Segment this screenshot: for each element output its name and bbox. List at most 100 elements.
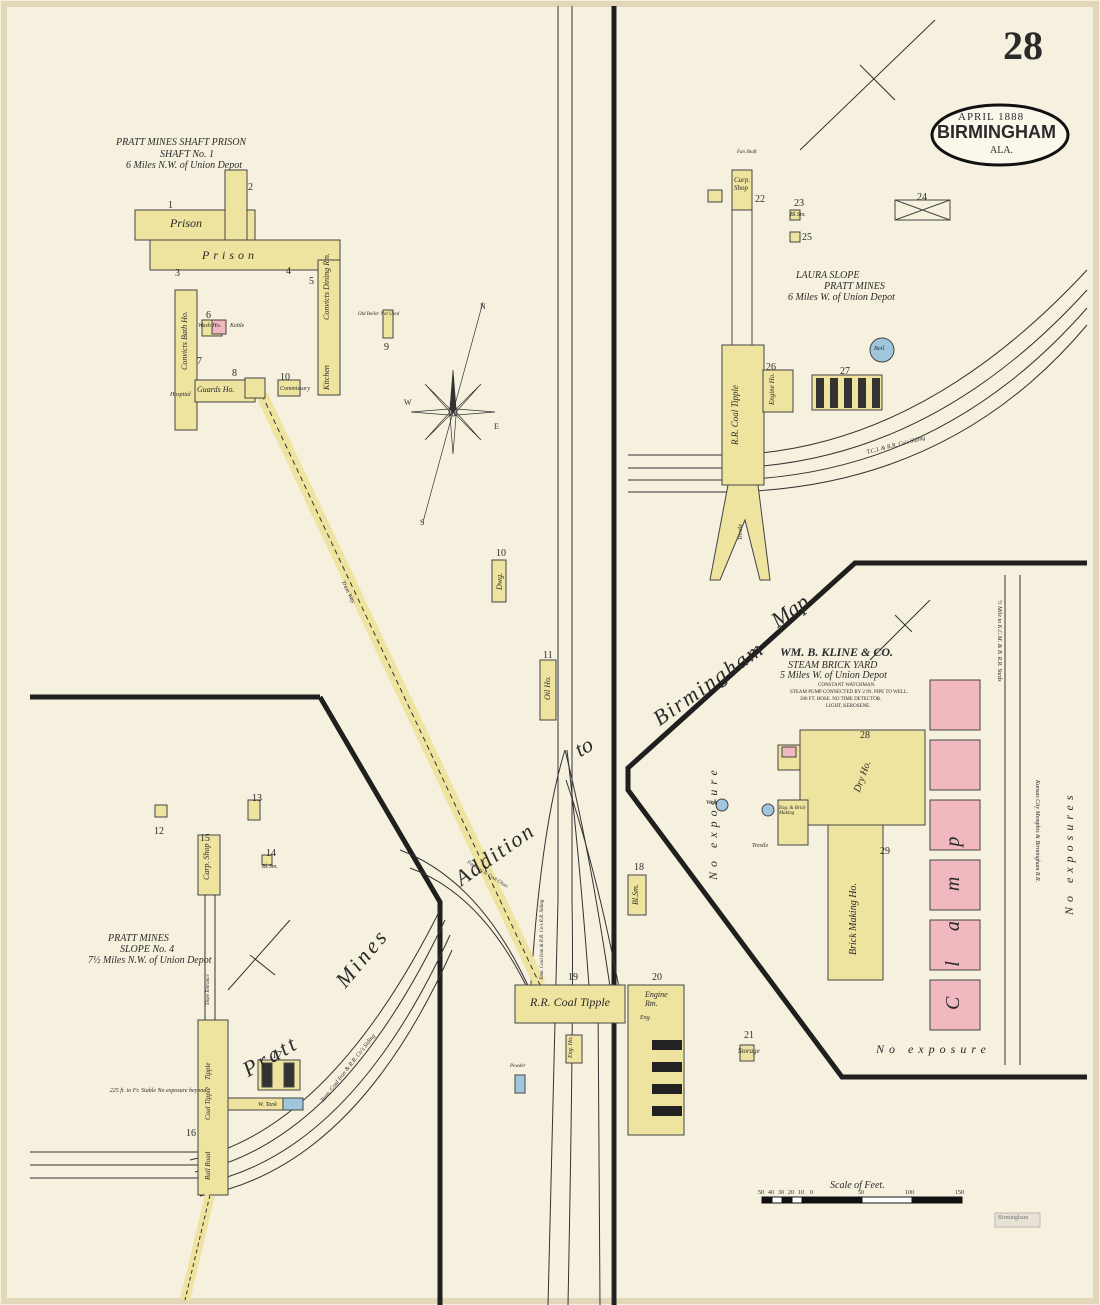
laura-num-24: 24 [917,192,927,203]
slope4-num-14: 14 [266,848,276,859]
tramway [256,392,546,988]
laura-tipple-label: R.R. Coal Tipple [730,384,740,445]
kline-buildings [777,729,926,981]
kline-office [781,746,797,758]
kline-note-2: STEAM PUMP CONNECTED BY 2 IN. PIPE TO WE… [790,690,909,695]
scale-tick-0: 50 [758,1190,764,1196]
laura-title-1: LAURA SLOPE [796,270,860,281]
center-storage-label: Storage [738,1047,760,1055]
sheet-state: ALA. [990,145,1014,156]
kline-road-label: Kansas City Memphis & Birmingham R.R. [1034,780,1040,883]
laura-num-22: 22 [755,194,765,205]
prison-oldboiler-label: Old Boiler Not Used [358,312,400,317]
center-engho-label: Eng. Ho. [568,1036,574,1059]
page-number: 28 [1003,23,1043,68]
laura-engine-label: Engine Ho. [768,373,776,405]
kline-title-2: STEAM BRICK YARD [788,660,878,671]
compass-s: S [420,518,425,527]
prison-bath-label: Convicts Bath Ho. [180,311,189,370]
slope4-wtank [282,1097,304,1111]
kline-num-29: 29 [880,846,890,857]
slope4-num-12: 12 [154,826,164,837]
compass-n: N [480,302,486,311]
scale-tick-3: 20 [788,1190,794,1196]
kline-note-3: 200 FT. HOSE. NO TIME DETECTOR. [800,697,882,702]
kline-title-3: 5 Miles W. of Union Depot [780,670,887,681]
center-num-18: 18 [634,862,644,873]
kline-no-exposure-left: No exposure [706,765,720,880]
prison-kitchen-label: Kitchen [322,365,331,390]
laura-carp-label: Carp. Shop [734,176,751,192]
slope4-siding [30,849,534,1197]
slope4-title-2: SLOPE No. 4 [120,944,175,955]
railroad-corridor [529,6,626,1305]
kline-note-4: LIGHT, KEROSENE. [826,704,871,709]
prison-main-label: Prison [202,248,259,262]
center-eng-label: Eng. [640,1015,652,1021]
prison-num-4: 4 [286,266,291,277]
scale-tick-6: 50 [858,1190,864,1196]
center-num-10: 10 [496,548,506,559]
north-arrow-kline [869,599,931,661]
laura-num-25: 25 [802,232,812,243]
boundary-kline-yard [625,560,1087,1080]
center-blsm-label: Bl.Sm. [631,884,640,905]
prison-num-3: 3 [175,268,180,279]
prison-num-9: 9 [384,342,389,353]
prison-title-3: 6 Miles N.W. of Union Depot [126,160,243,171]
kline-engine-label: Eng. & Brick Making [779,806,806,816]
slope4-num-16: 16 [186,1128,196,1139]
scale-tick-1: 40 [768,1190,774,1196]
prison-kettle [211,319,227,335]
laura-title-2: PRATT MINES [824,281,885,292]
laura-siding [628,269,1088,493]
kline-clamp-label: Clamp [942,806,964,1010]
slope4-note: 225 ft. to Fr. Stable No exposure beyond [109,1088,207,1094]
center-boilers [652,1040,682,1116]
laura-num-23: 23 [794,198,804,209]
scale-bar [761,1196,963,1204]
center-siding-label: Tenn. Coal Iron & R.R. Co's R.R. Siding [540,899,545,980]
prison-guards-label: Guards Ho. [197,385,235,394]
sheet-city: BIRMINGHAM [937,122,1056,142]
kline-num-28: 28 [860,730,870,741]
laura-num-26: 26 [766,362,776,373]
prison-old-boiler [382,309,394,339]
center-dwg-label: Dwg. [495,572,504,590]
laura-trestle-label: Trestle [738,523,744,540]
center-oil-label: Oil Ho. [543,676,552,700]
slope4-railroad-label: Rail Road [204,1151,212,1180]
scale-tick-8: 150 [955,1190,964,1196]
north-arrow-slope4 [227,919,291,991]
section-boundaries [30,6,1087,1305]
laura-boil-label: Boil. [874,346,886,352]
compass-e: E [494,422,499,431]
laura-well [869,337,895,363]
prison-kettle-label: Kettle [230,323,245,329]
slope4-blsm-label: Bl.Sm. [262,864,278,870]
center-num-11: 11 [543,650,553,661]
slope4-num-15: 15 [200,833,210,844]
prison-num-5: 5 [309,276,314,287]
center-powder-label: Powder [510,1064,526,1069]
kline-note-1: CONSTANT WATCHMAN. [818,683,876,688]
kline-brick-label: Brick Making Ho. [848,883,859,955]
center-powder [514,1074,526,1094]
scale-tick-7: 100 [905,1190,914,1196]
laura-boilers [811,374,883,411]
slope4-title-3: 7½ Miles N.W. of Union Depot [88,955,212,966]
kline-no-exposure-bottom: No exposure [876,1042,991,1056]
center-num-21: 21 [744,1030,754,1041]
prison-title-2: SHAFT No. 1 [160,149,214,160]
prison-dining-label: Convicts Dining Rm. [322,253,331,320]
distance-note: ½ Mile to K.C.M. & B. R.R. Yards [996,600,1002,682]
boundary-lower-left-diagonal [317,695,443,1305]
slope4-boilers [257,1059,301,1091]
center-tipple-label: R.R. Coal Tipple [530,995,611,1009]
prison-num-2: 2 [248,182,253,193]
slope4-buildings [154,799,284,1196]
kline-title-1: WM. B. KLINE & CO. [780,645,894,659]
